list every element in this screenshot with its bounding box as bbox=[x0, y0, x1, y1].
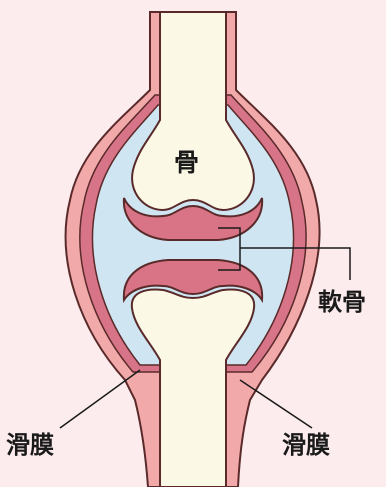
cartilage-label: 軟骨 bbox=[318, 290, 366, 314]
synovium-label-left: 滑膜 bbox=[6, 433, 54, 457]
synovium-label-right: 滑膜 bbox=[282, 433, 330, 457]
synovium-left-leader bbox=[60, 370, 140, 428]
bone-label: 骨 bbox=[174, 150, 199, 175]
synovium-right-leader bbox=[240, 380, 312, 428]
